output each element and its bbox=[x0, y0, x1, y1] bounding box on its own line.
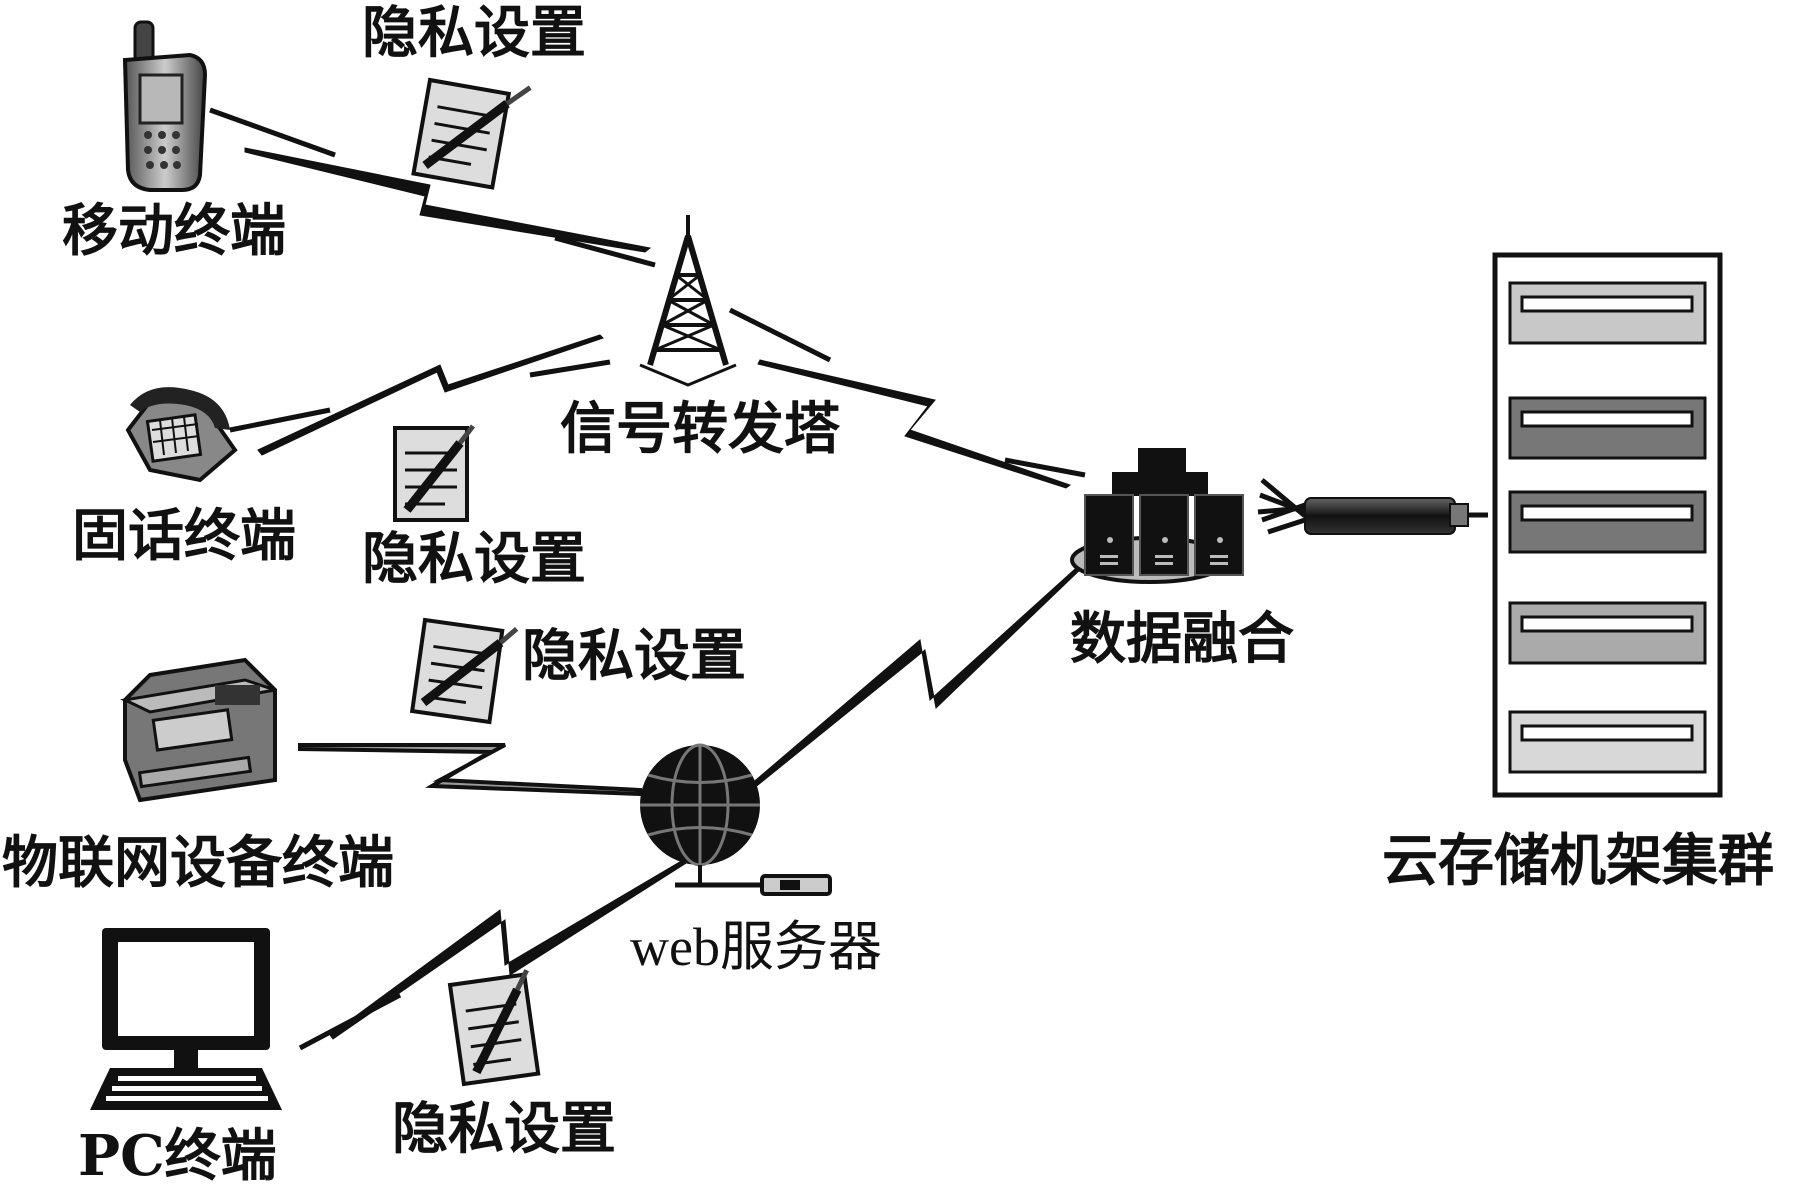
signal-tower-icon bbox=[639, 215, 737, 387]
mobile-terminal-label: 移动终端 bbox=[62, 198, 286, 264]
link-tower-fusion bbox=[728, 307, 1086, 489]
mobile-phone-icon bbox=[122, 20, 208, 192]
desktop-computer-icon bbox=[90, 928, 282, 1110]
privacy-label-1: 隐私设置 bbox=[362, 0, 586, 66]
notepad-pen-icon bbox=[409, 617, 519, 725]
globe-icon bbox=[640, 743, 832, 896]
server-rack-icon bbox=[1492, 252, 1723, 798]
link-iot-web bbox=[298, 743, 642, 797]
cloud-rack-label: 云存储机架集群 bbox=[1382, 828, 1774, 894]
server-stack-icon bbox=[1070, 448, 1244, 584]
web-server-label: web服务器 bbox=[630, 917, 882, 977]
link-web-fusion bbox=[749, 559, 1088, 790]
link-landline-tower bbox=[229, 334, 611, 456]
notepad-pen-icon bbox=[411, 77, 532, 190]
privacy-label-4: 隐私设置 bbox=[392, 1096, 616, 1162]
data-fusion-label: 数据融合 bbox=[1070, 606, 1294, 672]
notepad-pen-icon bbox=[447, 969, 541, 1087]
fax-printer-icon bbox=[120, 657, 277, 803]
link-mobile-tower bbox=[209, 107, 656, 268]
privacy-label-3: 隐私设置 bbox=[522, 623, 746, 689]
notepad-pen-icon bbox=[393, 424, 475, 522]
pc-terminal-label: PC终端 bbox=[78, 1123, 277, 1189]
signal-tower-label: 信号转发塔 bbox=[560, 396, 841, 462]
privacy-label-2: 隐私设置 bbox=[362, 526, 586, 592]
iot-terminal-label: 物联网设备终端 bbox=[2, 830, 394, 896]
fiber-cable-icon bbox=[1257, 478, 1488, 535]
landline-terminal-label: 固话终端 bbox=[72, 503, 296, 569]
desk-phone-icon bbox=[125, 387, 238, 483]
